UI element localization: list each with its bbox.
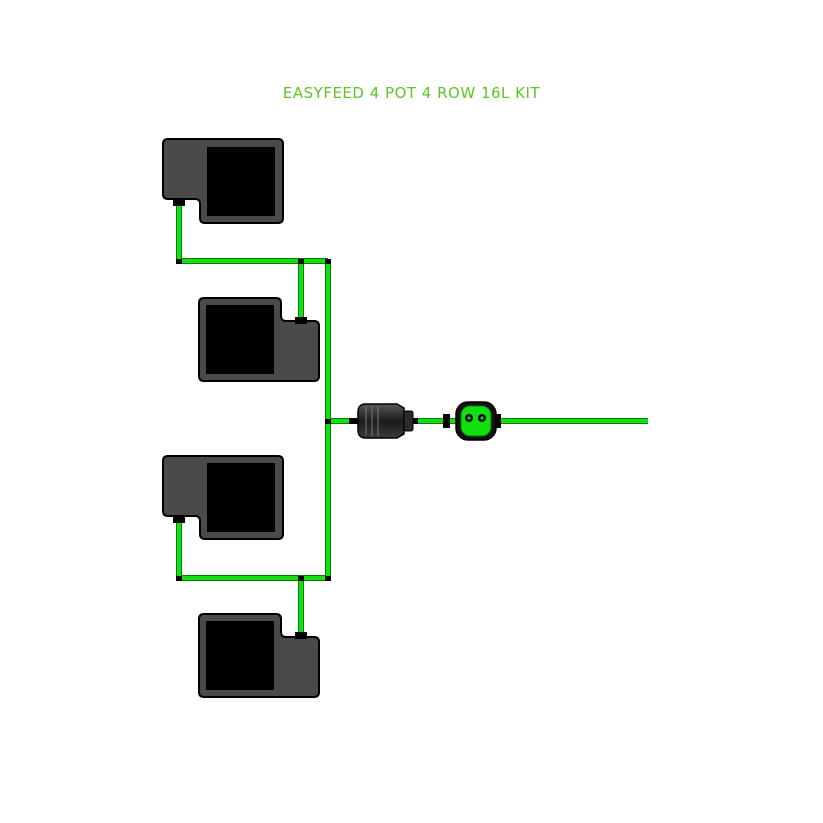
- pot-1: [162, 138, 284, 224]
- diagram-title: EASYFEED 4 POT 4 ROW 16L KIT: [282, 84, 541, 102]
- float-valve: [443, 401, 501, 441]
- pot-2: [198, 297, 320, 382]
- pot-3: [162, 455, 284, 540]
- inline-filter: [349, 403, 418, 439]
- pot-4: [198, 613, 320, 698]
